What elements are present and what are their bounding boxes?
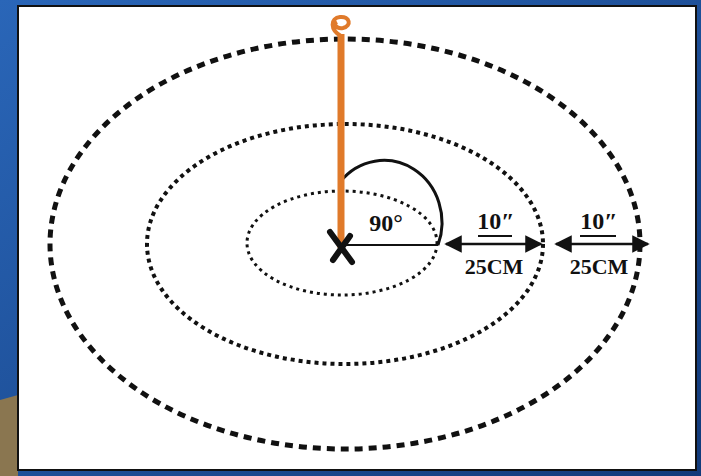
middle-circle [147,124,543,364]
dimension-cm: 25CM [465,256,524,278]
angle-label: 90° [369,211,403,235]
dimension-arrow [556,243,648,246]
radius-line [340,244,438,246]
stake-rope [338,34,345,248]
underline [478,235,512,237]
angle-arc [340,160,442,245]
underline [580,235,616,237]
center-mark [330,232,352,262]
dimension-cm: 25CM [570,256,629,278]
rope-loop [333,17,349,36]
background-ground [0,395,18,476]
dimension-inch: 10″ [580,209,617,233]
outer-circle [50,39,640,449]
dimension-arrow [446,243,541,246]
panel [18,6,696,470]
dimension-inch: 10″ [477,209,514,233]
